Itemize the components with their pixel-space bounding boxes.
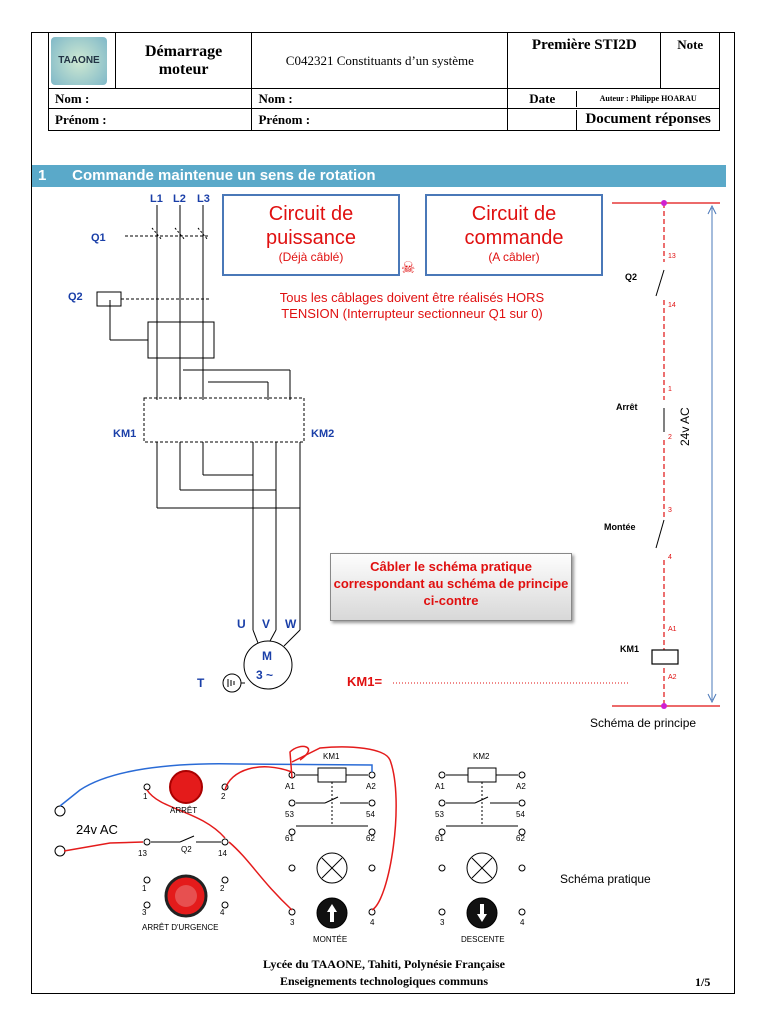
voltage-practical-label: 24v AC	[76, 822, 118, 837]
principle-caption: Schéma de principe	[590, 716, 697, 730]
power-circuit-sub: (Déjà câblé)	[278, 250, 344, 264]
n1-label: 1	[668, 386, 672, 393]
km1-practical-label: KM1	[323, 752, 340, 761]
l1-label: L1	[150, 193, 163, 205]
prenom-field-2[interactable]: Prénom :	[251, 108, 509, 131]
t14-label: 14	[218, 849, 227, 858]
author-label: Auteur : Philippe HOARAU	[599, 94, 697, 103]
km1-a1-label: A1	[285, 782, 295, 791]
montee-button-label: MONTÉE	[313, 935, 348, 944]
t13-label: 13	[138, 849, 147, 858]
t2-label: 2	[221, 792, 226, 801]
control-circuit-box: Circuit de commande (A câbler)	[425, 194, 603, 276]
km2-54-label: 54	[516, 810, 525, 819]
km1-61-label: 61	[285, 834, 294, 843]
t1-label: 1	[143, 792, 148, 801]
km1-principle-label: KM1	[620, 644, 640, 654]
q2-practical-label: Q2	[181, 845, 192, 854]
a1-label: A1	[668, 626, 677, 633]
voltage-principle-label: 24v AC	[678, 407, 692, 446]
km2-53-label: 53	[435, 810, 444, 819]
a2-label: A2	[668, 674, 677, 681]
km2-61-label: 61	[435, 834, 444, 843]
header-table: TAAONE Démarrage moteur C042321 Constitu…	[47, 32, 720, 131]
km2-a1-label: A1	[435, 782, 445, 791]
montee-4-label: 4	[370, 918, 375, 927]
l2-label: L2	[173, 193, 186, 205]
eu-2-label: 2	[220, 884, 225, 893]
q2-power-label: Q2	[68, 291, 83, 303]
q2-principle-label: Q2	[625, 272, 638, 282]
prenom-field-1[interactable]: Prénom :	[47, 108, 253, 131]
u-label: U	[237, 617, 246, 631]
km1-53-label: 53	[285, 810, 294, 819]
q1-label: Q1	[91, 232, 106, 244]
descente-3-label: 3	[440, 918, 445, 927]
n4-label: 4	[668, 554, 672, 561]
km1-power-label: KM1	[113, 428, 137, 440]
school-logo: TAAONE	[51, 36, 107, 85]
eu-4-label: 4	[220, 908, 225, 917]
n2-label: 2	[668, 434, 672, 441]
level-label: Première STI2D	[507, 32, 662, 89]
date-label: Date	[508, 90, 578, 107]
nom-field-1[interactable]: Nom :	[47, 88, 253, 109]
l3-label: L3	[197, 193, 210, 205]
km1-equation[interactable]: KM1=	[347, 674, 383, 689]
km2-a2-label: A2	[516, 782, 526, 791]
safety-warning: Tous les câblages doivent être réalisés …	[279, 290, 545, 321]
power-circuit-title: Circuit de puissance	[265, 203, 357, 249]
km2-62-label: 62	[516, 834, 525, 843]
n14-label: 14	[668, 302, 676, 309]
logo-cell: TAAONE	[48, 32, 116, 89]
section-header: 1 Commande maintenue un sens de rotation	[32, 165, 726, 187]
t-label: T	[197, 676, 205, 690]
km1-a2-label: A2	[366, 782, 376, 791]
n13-label: 13	[668, 253, 676, 260]
descente-button-label: DESCENTE	[461, 935, 505, 944]
power-circuit-box: Circuit de puissance (Déjà câblé)	[222, 194, 400, 276]
footer-school: Lycée du TAAONE, Tahiti, Polynésie Franç…	[263, 957, 505, 971]
km1-62-label: 62	[366, 834, 375, 843]
skull-icon: ☠	[401, 260, 416, 277]
v-label: V	[262, 617, 271, 631]
km1-54-label: 54	[366, 810, 375, 819]
km2-practical-label: KM2	[473, 752, 490, 761]
page-number: 1/5	[695, 975, 711, 989]
doc-title: Démarrage moteur	[114, 32, 253, 89]
footer-course: Enseignements technologiques communs	[279, 974, 488, 988]
montee-label: Montée	[604, 522, 636, 532]
section-number: 1	[38, 167, 47, 184]
section-title: Commande maintenue un sens de rotation	[72, 167, 376, 184]
motor-3-label: 3 ~	[256, 668, 274, 682]
instruction-callout: Câbler le schéma pratique correspondant …	[330, 553, 572, 621]
control-circuit-title: Circuit de commande	[464, 203, 564, 249]
motor-m-label: M	[262, 649, 272, 663]
n3-label: 3	[668, 507, 672, 514]
km2-power-label: KM2	[311, 428, 335, 440]
eu-1-label: 1	[142, 884, 147, 893]
arret-label: Arrêt	[616, 402, 638, 412]
note-label: Note	[660, 32, 720, 89]
eu-3-label: 3	[142, 908, 147, 917]
practical-caption: Schéma pratique	[560, 872, 651, 886]
doc-type-label: Document réponses	[585, 111, 711, 127]
montee-3-label: 3	[290, 918, 295, 927]
arret-urgence-label: ARRÊT D'URGENCE	[142, 923, 219, 932]
arret-button-label: ARRÊT	[170, 806, 198, 815]
descente-4-label: 4	[520, 918, 525, 927]
w-label: W	[285, 617, 297, 631]
control-circuit-sub: (A câbler)	[488, 250, 540, 264]
